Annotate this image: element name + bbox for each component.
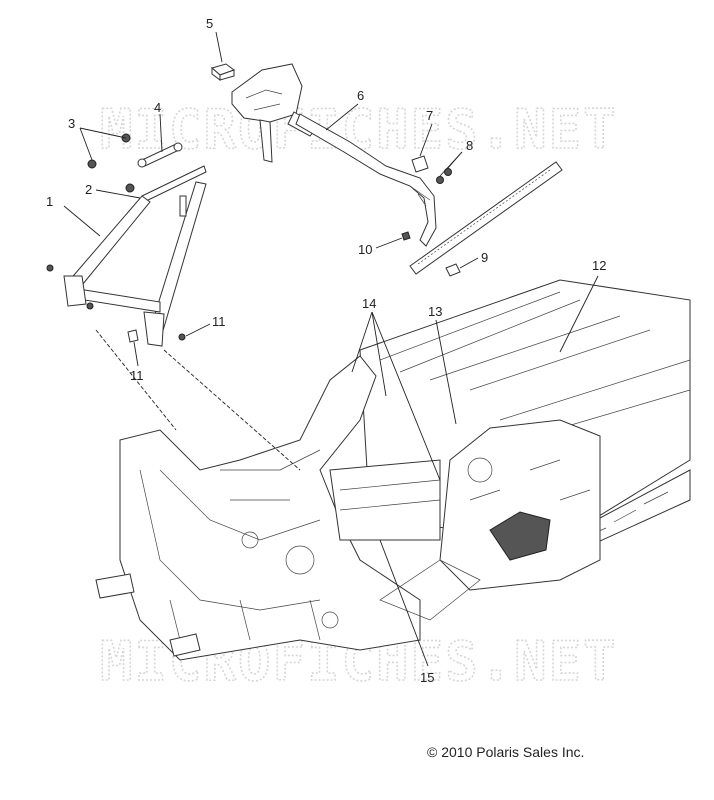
part-6-steering-post	[231, 63, 437, 247]
part-1-strut	[46, 181, 207, 347]
callout-4: 4	[154, 100, 161, 115]
callout-5: 5	[206, 16, 213, 31]
callout-15: 15	[420, 670, 434, 685]
part-4-link	[137, 142, 183, 168]
callout-9: 9	[481, 250, 488, 265]
callout-6: 6	[357, 88, 364, 103]
leader-lines	[63, 31, 599, 667]
callout-12: 12	[592, 258, 606, 273]
small-parts	[127, 155, 461, 343]
callout-11-bottom: 11	[130, 368, 144, 383]
callout-13: 13	[428, 304, 442, 319]
copyright-notice: © 2010 Polaris Sales Inc.	[427, 744, 585, 760]
part-5-block	[210, 63, 236, 81]
chassis	[95, 279, 691, 661]
runner-strip	[409, 161, 563, 275]
callout-8: 8	[466, 138, 473, 153]
callout-2: 2	[85, 182, 92, 197]
callout-7: 7	[426, 108, 433, 123]
callouts: 1 2 3 4 5 6 7 8 9 10 11 11 12 13 14 15	[46, 16, 606, 685]
callout-10: 10	[358, 242, 372, 257]
callout-14: 14	[362, 296, 376, 311]
callout-11-top: 11	[212, 314, 226, 329]
callout-1: 1	[46, 194, 53, 209]
callout-3: 3	[68, 116, 75, 131]
